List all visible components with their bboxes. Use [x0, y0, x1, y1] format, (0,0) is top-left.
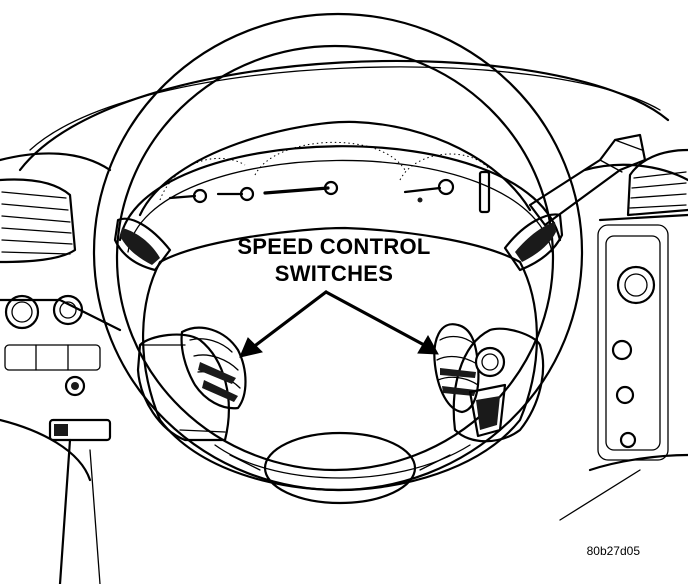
figure-id: 80b27d05	[587, 544, 641, 558]
right-dash-controls	[611, 265, 656, 449]
instrument-cluster	[138, 120, 532, 217]
left-speed-control-switch	[180, 326, 247, 410]
multifunction-stalk	[528, 133, 647, 227]
callout: SPEED CONTROL SWITCHES	[237, 234, 439, 358]
left-air-vent	[0, 178, 77, 264]
left-callout-arrow	[239, 290, 328, 358]
right-callout-arrow	[324, 290, 439, 355]
left-dash-controls	[4, 294, 112, 442]
right-air-vent	[626, 148, 688, 217]
callout-label-line1: SPEED CONTROL	[237, 234, 430, 259]
steering-wheel	[92, 12, 584, 505]
dashboard	[0, 59, 688, 584]
callout-label-line2: SWITCHES	[275, 261, 394, 286]
right-speed-control-switch	[433, 323, 507, 438]
